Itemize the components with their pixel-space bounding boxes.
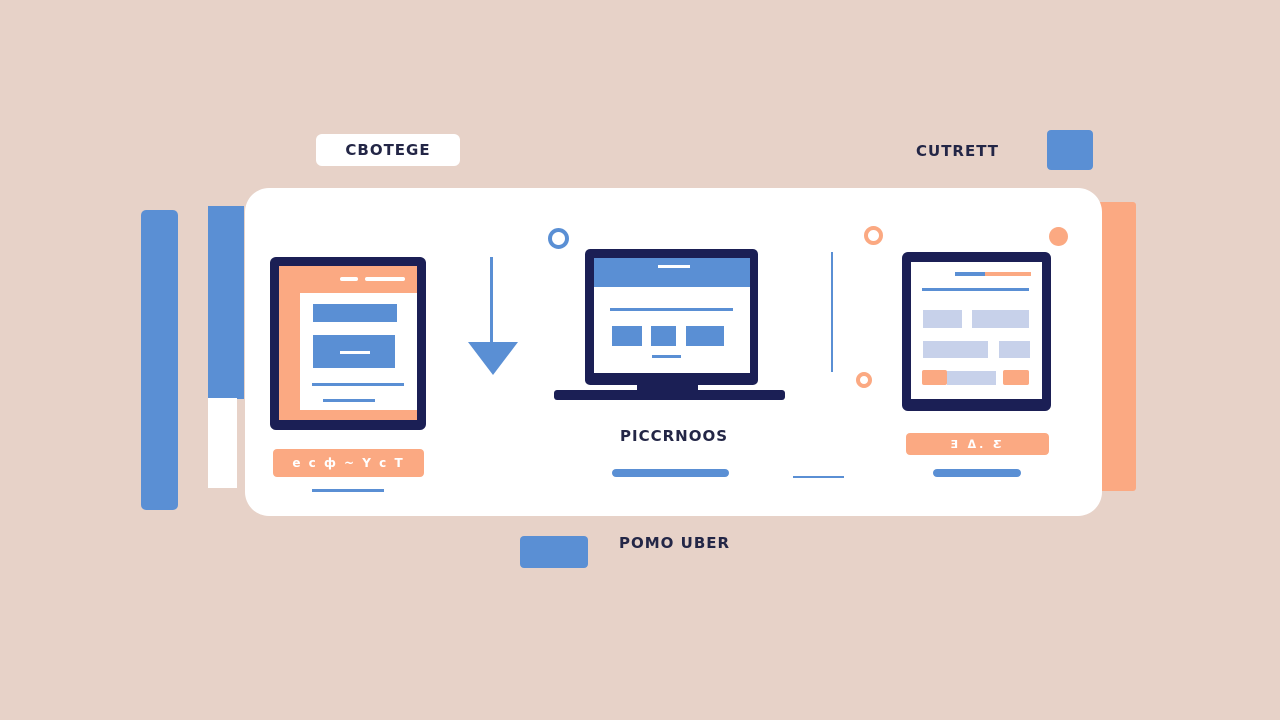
bottom-label: POMO UBER (619, 534, 731, 552)
right-button-label: Ǝ ᐃ. Ƹ (950, 437, 1005, 451)
small-line (793, 476, 844, 478)
right-tablet-block (999, 341, 1030, 358)
left-tablet-block (313, 304, 397, 322)
left-side-bar (141, 210, 178, 510)
orange-dot-icon (1049, 227, 1068, 246)
left-tablet-line (312, 383, 404, 386)
right-underline (933, 469, 1021, 477)
divider-line (831, 252, 833, 372)
right-tablet-line (985, 272, 1031, 276)
left-button-label: e c ф ~ Y c T (292, 456, 405, 470)
blue-dot-icon (548, 228, 569, 249)
orange-dot-icon (856, 372, 872, 388)
top-right-label: CUTRETT (916, 142, 1000, 160)
left-tablet-dash (340, 351, 370, 354)
center-underline (612, 469, 729, 477)
right-tablet-block (923, 310, 962, 328)
left-inner-bar (208, 206, 244, 399)
right-tablet-block (947, 371, 996, 385)
down-arrow-shaft (490, 257, 493, 345)
left-underline (312, 489, 384, 492)
right-button[interactable]: Ǝ ᐃ. Ƹ (906, 433, 1049, 455)
bottom-square (520, 536, 588, 568)
orange-dot-icon (864, 226, 883, 245)
laptop-header-dash (658, 265, 690, 268)
left-tablet-line (323, 399, 375, 402)
right-tablet-block (972, 310, 1029, 328)
right-tablet-line (955, 272, 985, 276)
right-tablet-block (922, 370, 947, 385)
right-tablet-block (923, 341, 988, 358)
down-arrow-icon (468, 342, 518, 375)
center-caption: PICCRNOOS (620, 427, 729, 445)
laptop-line (652, 355, 681, 358)
left-tablet-dash (340, 277, 358, 281)
left-inner-bar-white (208, 398, 237, 488)
left-button[interactable]: e c ф ~ Y c T (273, 449, 424, 477)
laptop-block (686, 326, 724, 346)
top-right-square (1047, 130, 1093, 170)
right-tablet-block (1003, 370, 1029, 385)
top-label: CBOTEGE (345, 141, 431, 159)
laptop-base (554, 390, 785, 400)
laptop-block (612, 326, 642, 346)
laptop-line (610, 308, 733, 311)
top-label-box: CBOTEGE (316, 134, 460, 166)
left-tablet-dash (365, 277, 405, 281)
laptop-block (651, 326, 676, 346)
right-side-bar (1098, 202, 1136, 491)
laptop-hinge (637, 384, 698, 391)
right-tablet-line (922, 288, 1029, 291)
laptop-header (594, 258, 750, 287)
